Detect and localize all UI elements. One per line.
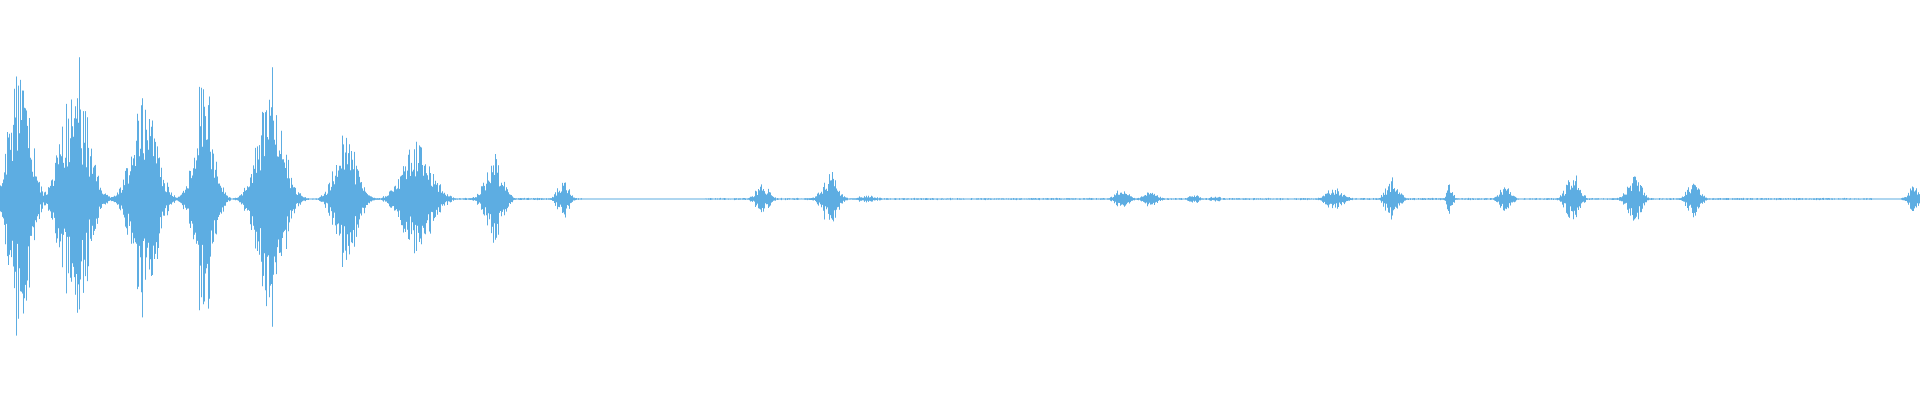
waveform-trace: [0, 57, 1920, 336]
waveform-samples: [0, 57, 1920, 336]
